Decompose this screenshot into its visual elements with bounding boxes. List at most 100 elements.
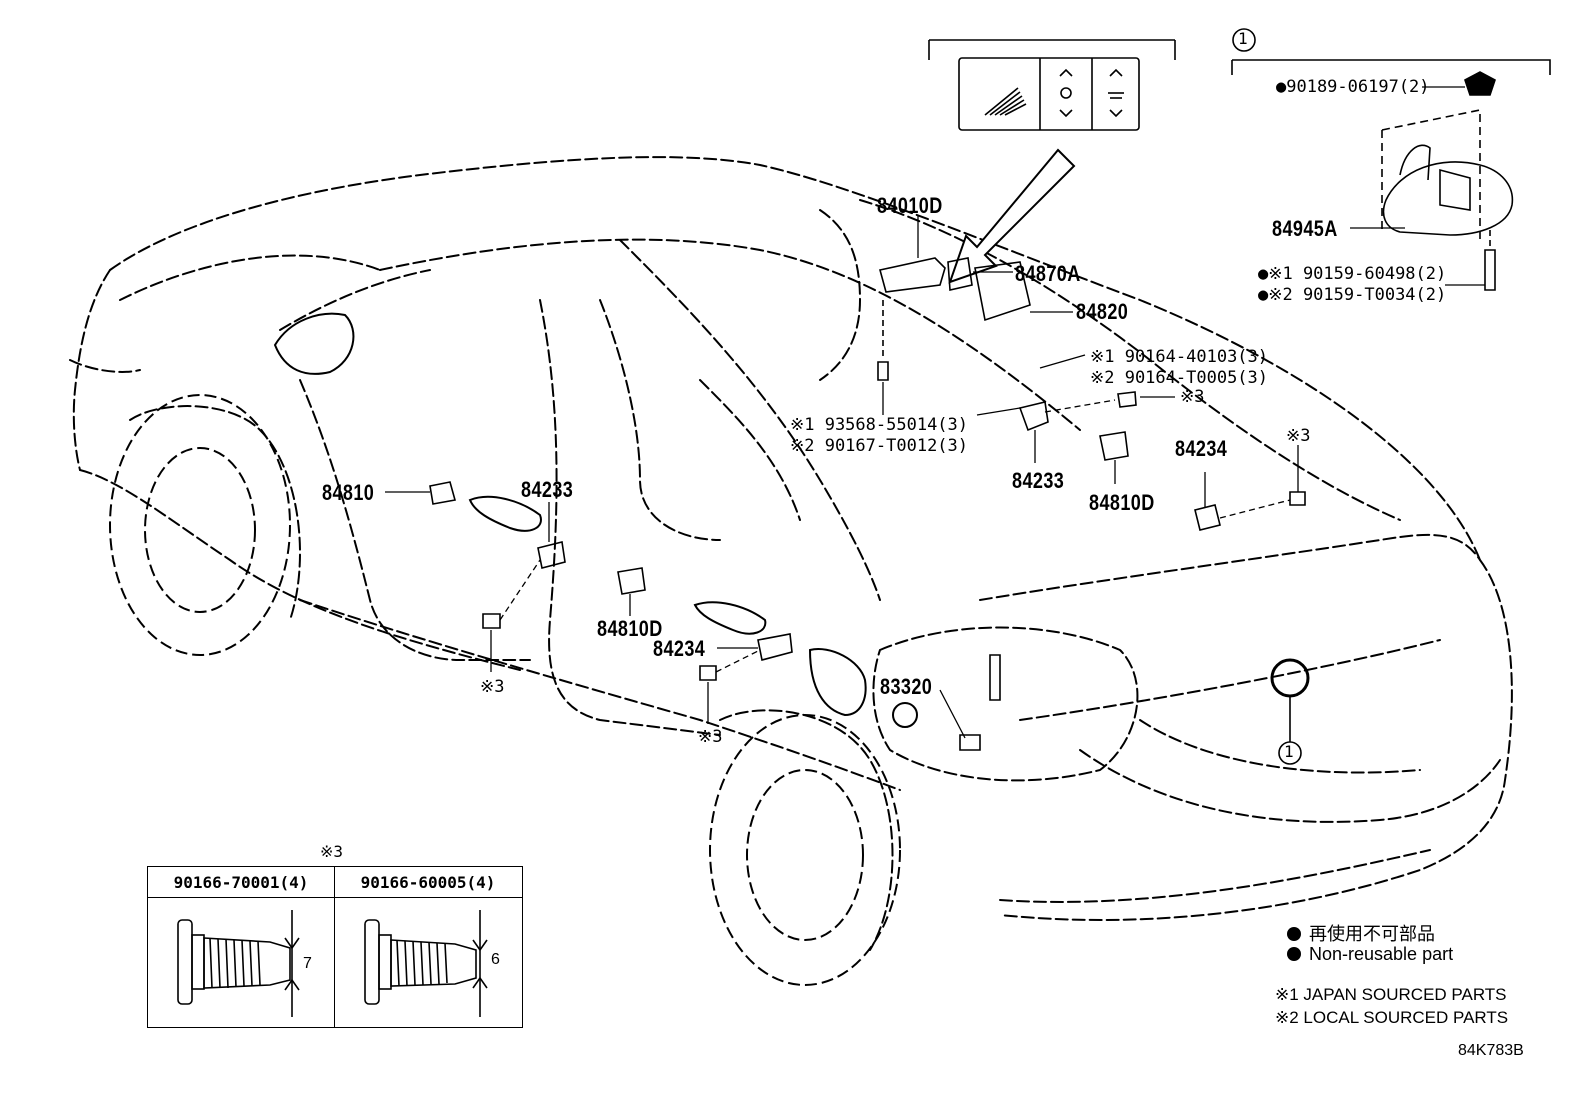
label-84810D-door: 84810D [597, 616, 663, 641]
legend-jp-text: 再使用不可部品 [1309, 924, 1435, 944]
car-rear-door [539, 299, 721, 736]
label-84233-door: 84233 [521, 477, 574, 502]
assy-callout-circle [1232, 28, 1256, 52]
table-divider [334, 867, 335, 1027]
car-rear-wheel-arch [719, 709, 894, 951]
car-side-sill [299, 599, 901, 791]
label-83320: 83320 [880, 674, 933, 699]
dim-label-7: 7 [303, 955, 312, 972]
label-84810: 84810 [322, 480, 375, 505]
fastener-6-icon [364, 910, 488, 1017]
fastener-table: 90166-70001(4) 90166-60005(4) 7 6 [147, 866, 523, 1028]
note-screw2-jp: ※1 93568-55014(3) [790, 415, 969, 435]
car-hood-outline [72, 269, 111, 471]
part-84010D-shape [879, 257, 946, 293]
car-trunk-lip [1019, 639, 1441, 721]
temp-up-icon [1109, 68, 1123, 77]
bullet-icon [1287, 927, 1301, 941]
screw-door-shape [699, 665, 717, 681]
car-roof-outline [109, 156, 1481, 561]
table-header-70001: 90166-70001(4) [148, 867, 334, 898]
table-header-60005: 90166-60005(4) [334, 867, 522, 898]
part-84810D-door-shape [617, 567, 646, 595]
switch-panel [928, 39, 1176, 131]
car-rear-deck [979, 533, 1481, 601]
fan-icon [1060, 87, 1072, 99]
part-84234-right-shape [1194, 504, 1221, 531]
screw-mid-shape [1117, 391, 1137, 408]
front-wheel-outer [109, 394, 291, 656]
side-mirror [273, 312, 355, 375]
pointer-arrow [948, 148, 1076, 284]
part-84870A-shape [947, 257, 973, 291]
fan-up-icon [1059, 68, 1073, 77]
rear-callout-number: 1 [1284, 742, 1294, 761]
ref3-mark-d: ※3 [698, 727, 723, 747]
note-bolt-jp: ●※1 90159-60498(2) [1258, 264, 1447, 284]
screw-shape [877, 361, 889, 381]
legend-en: Non-reusable part [1287, 944, 1453, 965]
ref3-mark-c: ※3 [480, 677, 505, 697]
car-a-pillar [279, 269, 431, 331]
car-front-wheel-arch [129, 405, 301, 621]
part-84810-shape [429, 481, 457, 505]
car-tail-light [1139, 719, 1421, 774]
temp-down-icon [1109, 109, 1123, 118]
rear-wheel-outer [709, 714, 901, 986]
rear-wheel-inner [746, 769, 864, 941]
part-84234-door-shape [757, 633, 793, 661]
legend-en-text: Non-reusable part [1309, 944, 1454, 964]
label-84820: 84820 [1076, 299, 1129, 324]
car-front-bumper [79, 469, 521, 671]
part-84233-door-shape [537, 541, 566, 569]
car-headlight [69, 359, 141, 373]
car-interior-seat [599, 299, 721, 541]
table-ref-mark: ※3 [320, 842, 344, 861]
legend-note-japan: ※1 JAPAN SOURCED PARTS [1275, 985, 1507, 1004]
note-screw-jp: ※1 90164-40103(3) [1090, 347, 1269, 367]
note-bolt-local: ●※2 90159-T0034(2) [1258, 285, 1447, 305]
rear-emblem [1270, 658, 1310, 698]
fan-down-icon [1059, 109, 1073, 118]
car-c-pillar [619, 239, 881, 601]
note-screw-local: ※2 90164-T0005(3) [1090, 368, 1269, 388]
note-screw2-local: ※2 90167-T0012(3) [790, 436, 969, 456]
car-windshield [119, 254, 381, 301]
label-84234-door: 84234 [653, 636, 706, 661]
car-fuel-area [872, 626, 1139, 782]
ref3-mark-a: ※3 [1180, 387, 1205, 407]
dim-label-6: 6 [491, 951, 500, 968]
car-package-tray [819, 209, 861, 381]
fastener-drawings [177, 910, 488, 1017]
car-rear-bumper [999, 559, 1513, 921]
car-bumper-lower [999, 849, 1431, 903]
front-door-handle [468, 495, 542, 532]
label-84234-right: 84234 [1175, 436, 1228, 461]
legend-note-local: ※2 LOCAL SOURCED PARTS [1275, 1008, 1509, 1027]
car-rear-glass [859, 199, 1401, 521]
screw-right-shape [1289, 491, 1306, 506]
camera-assy [1381, 71, 1514, 291]
fuel-door [808, 648, 867, 717]
label-84233-right: 84233 [1012, 468, 1065, 493]
front-wheel-inner [144, 447, 256, 613]
label-84010D: 84010D [877, 193, 943, 218]
car-belt-line [379, 238, 1081, 431]
label-84945A: 84945A [1272, 216, 1338, 241]
fastener-7-icon [177, 910, 300, 1017]
label-84870A: 84870A [1015, 261, 1081, 286]
legend-jp: 再使用不可部品 [1287, 920, 1435, 946]
part-84233-shape [1018, 401, 1049, 432]
note-clip-bolt: ●90189-06197(2) [1276, 77, 1430, 97]
car-front-door [299, 379, 531, 661]
part-84810D-right-shape [1099, 431, 1129, 461]
screw-left-shape [482, 613, 501, 629]
label-84810D-right: 84810D [1089, 490, 1155, 515]
car-interior-console [699, 379, 801, 521]
fuel-cap [892, 702, 918, 728]
bullet-icon [1287, 947, 1301, 961]
car-rear-lower [1079, 749, 1501, 823]
seat-heater-icon [984, 87, 1027, 116]
ref3-mark-b: ※3 [1286, 426, 1311, 446]
